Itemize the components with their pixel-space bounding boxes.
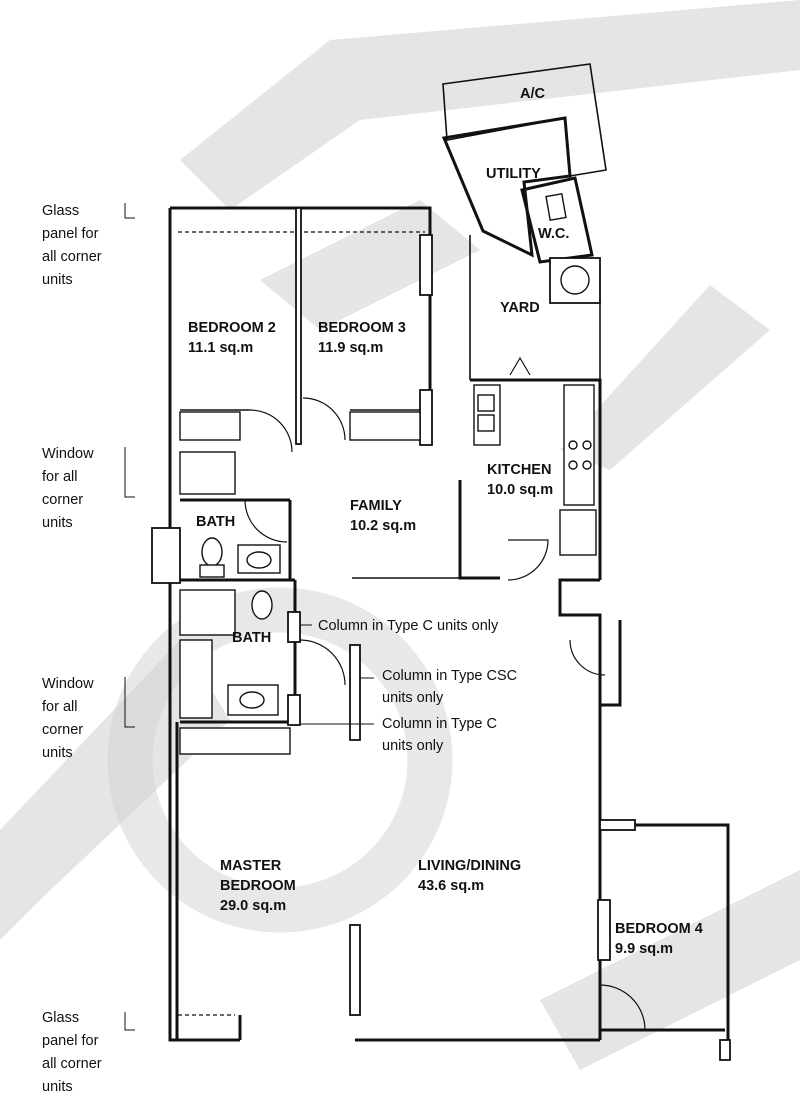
family: FAMILY 10.2 sq.m: [350, 498, 460, 579]
bedroom3-name: BEDROOM 3: [318, 320, 406, 336]
master-bedroom: MASTER BEDROOM 29.0 sq.m: [168, 585, 361, 1042]
svg-text:all corner: all corner: [42, 1056, 102, 1072]
yard: YARD: [469, 235, 601, 380]
svg-text:for all: for all: [42, 469, 77, 485]
bath1-label: BATH: [196, 514, 235, 530]
master-name-1: MASTER: [220, 858, 282, 874]
bedroom2-name: BEDROOM 2: [188, 320, 276, 336]
master-name-2: BEDROOM: [220, 878, 296, 894]
kitchen-area: 10.0 sq.m: [487, 482, 553, 498]
living-dining: LIVING/DINING 43.6 sq.m: [355, 578, 622, 1042]
svg-text:panel for: panel for: [42, 226, 99, 242]
svg-text:Window: Window: [42, 446, 94, 462]
side-note-window-lower: Window for all corner units: [42, 676, 135, 761]
bedroom3-area: 11.9 sq.m: [318, 340, 383, 356]
svg-text:units only: units only: [382, 690, 444, 706]
kitchen: KITCHEN 10.0 sq.m: [458, 378, 602, 581]
svg-text:all corner: all corner: [42, 249, 102, 265]
yard-label: YARD: [500, 300, 540, 316]
family-area: 10.2 sq.m: [350, 518, 416, 534]
svg-text:for all: for all: [42, 699, 77, 715]
bedroom2-area: 11.1 sq.m: [188, 340, 253, 356]
bedrooms-2-3: BEDROOM 2 11.1 sq.m BEDROOM 3 11.9 sq.m: [168, 206, 433, 585]
svg-text:Column in Type C: Column in Type C: [382, 716, 497, 732]
master-area: 29.0 sq.m: [220, 898, 286, 914]
svg-text:units: units: [42, 515, 73, 531]
svg-text:Column in Type C units only: Column in Type C units only: [318, 618, 499, 634]
family-name: FAMILY: [350, 498, 402, 514]
living-name: LIVING/DINING: [418, 858, 521, 874]
svg-text:Glass: Glass: [42, 203, 79, 219]
callout-column-type-c-1: Column in Type C units only: [300, 618, 499, 634]
side-note-window-upper: Window for all corner units: [42, 446, 135, 531]
utility-label: UTILITY: [486, 166, 541, 182]
watermark: [0, 0, 800, 1070]
svg-text:units: units: [42, 1079, 73, 1095]
svg-text:corner: corner: [42, 722, 83, 738]
kitchen-name: KITCHEN: [487, 462, 551, 478]
svg-text:Glass: Glass: [42, 1010, 79, 1026]
bedroom-4: BEDROOM 4 9.9 sq.m: [597, 819, 731, 1061]
svg-text:units only: units only: [382, 738, 444, 754]
wc-label: W.C.: [538, 226, 569, 242]
bedroom4-name: BEDROOM 4: [615, 921, 703, 937]
callout-column-type-c-2: Column in Type C units only: [300, 716, 497, 754]
svg-text:units: units: [42, 272, 73, 288]
side-note-glass-top: Glass panel for all corner units: [42, 203, 135, 288]
svg-text:panel for: panel for: [42, 1033, 99, 1049]
svg-text:units: units: [42, 745, 73, 761]
svg-text:Window: Window: [42, 676, 94, 692]
side-note-glass-bottom: Glass panel for all corner units: [42, 1010, 135, 1095]
svg-text:corner: corner: [42, 492, 83, 508]
ac-label: A/C: [520, 86, 546, 102]
baths: BATH BATH: [151, 451, 346, 726]
bedroom4-area: 9.9 sq.m: [615, 941, 673, 957]
bath2-label: BATH: [232, 630, 271, 646]
utility-block: UTILITY W.C.: [441, 116, 601, 304]
living-area: 43.6 sq.m: [418, 878, 484, 894]
svg-text:Column in Type CSC: Column in Type CSC: [382, 668, 517, 684]
callout-column-type-csc: Column in Type CSC units only: [360, 668, 517, 706]
